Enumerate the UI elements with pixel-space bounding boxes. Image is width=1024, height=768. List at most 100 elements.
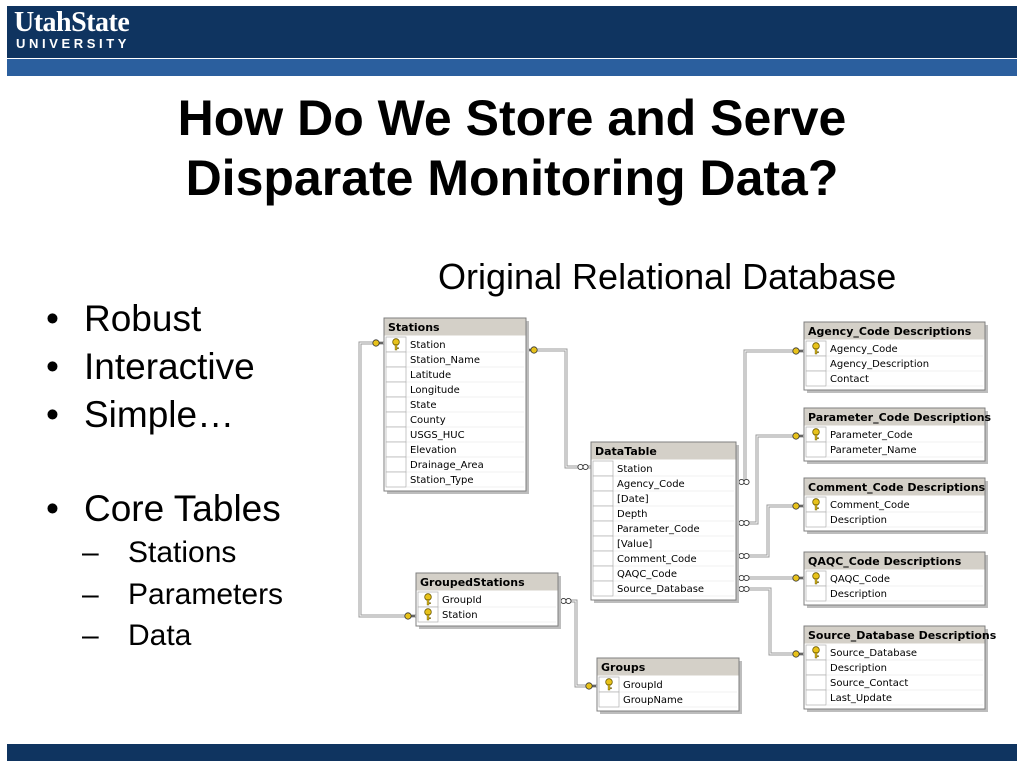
table-title: Stations	[388, 321, 440, 334]
row-selector	[592, 535, 614, 552]
table-field-row[interactable]: Source_Database	[592, 580, 734, 597]
field-name: Last_Update	[830, 693, 892, 704]
sub-bullet-dash: –	[82, 578, 99, 611]
sub-bullet-dash: –	[82, 619, 99, 652]
relationship-key-end-icon	[372, 339, 383, 347]
table-stations[interactable]: StationsStationStation_NameLatitudeLongi…	[383, 317, 529, 494]
table-field-row[interactable]: Agency_Code	[805, 340, 983, 357]
table-field-row[interactable]: Station	[417, 606, 556, 623]
bullet-text: Interactive	[84, 346, 255, 387]
relationship-key-end-icon	[404, 612, 415, 620]
table-qaqc[interactable]: QAQC_Code DescriptionsQAQC_CodeDescripti…	[803, 551, 988, 608]
row-selector	[592, 490, 614, 507]
table-field-row[interactable]: State	[385, 396, 524, 413]
table-field-row[interactable]: GroupId	[417, 591, 556, 608]
table-title-bar	[591, 442, 736, 460]
field-name: Description	[830, 589, 887, 600]
field-name: Comment_Code	[830, 500, 910, 511]
row-selector	[805, 370, 827, 387]
field-name: Elevation	[410, 445, 456, 456]
table-field-row[interactable]: Description	[805, 585, 983, 602]
table-field-row[interactable]: Parameter_Name	[805, 441, 983, 458]
relationship-many-end-icon	[738, 519, 750, 527]
table-datatable[interactable]: DataTableStationAgency_Code[Date]DepthPa…	[590, 441, 739, 603]
field-name: [Date]	[617, 494, 649, 505]
field-name: GroupName	[623, 695, 683, 706]
table-field-row[interactable]: Last_Update	[805, 689, 983, 706]
bullet-dot: •	[46, 346, 59, 387]
relationship-line-core	[359, 342, 416, 617]
sub-bullet-text: Parameters	[128, 578, 284, 611]
table-title-bar	[804, 626, 985, 644]
logo-subtitle: UNIVERSITY	[16, 36, 131, 51]
relationship-line	[736, 349, 804, 484]
field-name: Station_Name	[410, 355, 480, 366]
table-field-row[interactable]: Parameter_Code	[805, 426, 983, 443]
sub-bullet-text: Data	[128, 619, 192, 652]
table-field-row[interactable]: USGS_HUC	[385, 426, 524, 443]
row-selector	[592, 505, 614, 522]
primary-key-icon	[812, 498, 820, 511]
table-field-row[interactable]: Comment_Code	[805, 496, 983, 513]
field-name: GroupId	[442, 595, 482, 606]
table-field-row[interactable]: Parameter_Code	[592, 520, 734, 537]
row-selector	[385, 471, 407, 488]
table-field-row[interactable]: Agency_Code	[592, 475, 734, 492]
table-field-row[interactable]: Longitude	[385, 381, 524, 398]
table-title: QAQC_Code Descriptions	[808, 555, 962, 568]
sub-bullet-dash: –	[82, 536, 99, 569]
row-selector	[385, 441, 407, 458]
sub-bullet-text: Stations	[128, 536, 237, 569]
bullet-text: Core Tables	[84, 488, 281, 529]
row-selector	[385, 366, 407, 383]
table-agency[interactable]: Agency_Code DescriptionsAgency_CodeAgenc…	[803, 321, 988, 393]
logo-wordmark: UtahState	[14, 7, 130, 38]
table-field-row[interactable]: Drainage_Area	[385, 456, 524, 473]
table-field-row[interactable]: Station_Type	[385, 471, 524, 488]
table-field-row[interactable]: Station_Name	[385, 351, 524, 368]
field-name: County	[410, 415, 446, 426]
relationship-line	[526, 348, 591, 469]
field-name: Parameter_Code	[830, 430, 913, 441]
row-selector	[385, 396, 407, 413]
table-field-row[interactable]: Description	[805, 511, 983, 528]
bullet-dot: •	[46, 488, 59, 529]
table-field-row[interactable]: Agency_Description	[805, 355, 983, 372]
table-title: Agency_Code Descriptions	[808, 325, 972, 338]
field-name: USGS_HUC	[410, 430, 465, 441]
table-field-row[interactable]: QAQC_Code	[592, 565, 734, 582]
primary-key-icon	[812, 572, 820, 585]
bullet-dot: •	[46, 394, 59, 435]
table-field-row[interactable]: [Date]	[592, 490, 734, 507]
table-comment[interactable]: Comment_Code DescriptionsComment_CodeDes…	[803, 477, 988, 534]
table-field-row[interactable]: Station	[385, 336, 524, 353]
field-name: Agency_Code	[830, 344, 898, 355]
table-field-row[interactable]: QAQC_Code	[805, 570, 983, 587]
table-title-bar	[597, 658, 739, 676]
relationship-many-end-icon	[577, 463, 589, 471]
table-field-row[interactable]: Source_Contact	[805, 674, 983, 691]
primary-key-icon	[812, 646, 820, 659]
field-name: Agency_Code	[617, 479, 685, 490]
relationship-many-end-icon	[560, 597, 572, 605]
table-field-row[interactable]: Station	[592, 460, 734, 477]
table-field-row[interactable]: County	[385, 411, 524, 428]
footer-bar	[7, 744, 1017, 761]
table-field-row[interactable]: GroupName	[598, 691, 737, 708]
field-name: Parameter_Name	[830, 445, 917, 456]
table-source[interactable]: Source_Database DescriptionsSource_Datab…	[803, 625, 997, 712]
table-field-row[interactable]: Source_Database	[805, 644, 983, 661]
table-parameter[interactable]: Parameter_Code DescriptionsParameter_Cod…	[803, 407, 992, 464]
table-field-row[interactable]: Contact	[805, 370, 983, 387]
relationship-key-end-icon	[792, 650, 803, 658]
relationship-key-end-icon	[792, 347, 803, 355]
table-field-row[interactable]: [Value]	[592, 535, 734, 552]
table-field-row[interactable]: Comment_Code	[592, 550, 734, 567]
field-name: Station_Type	[410, 475, 474, 486]
primary-key-icon	[812, 342, 820, 355]
field-name: Parameter_Code	[617, 524, 700, 535]
row-selector	[805, 585, 827, 602]
